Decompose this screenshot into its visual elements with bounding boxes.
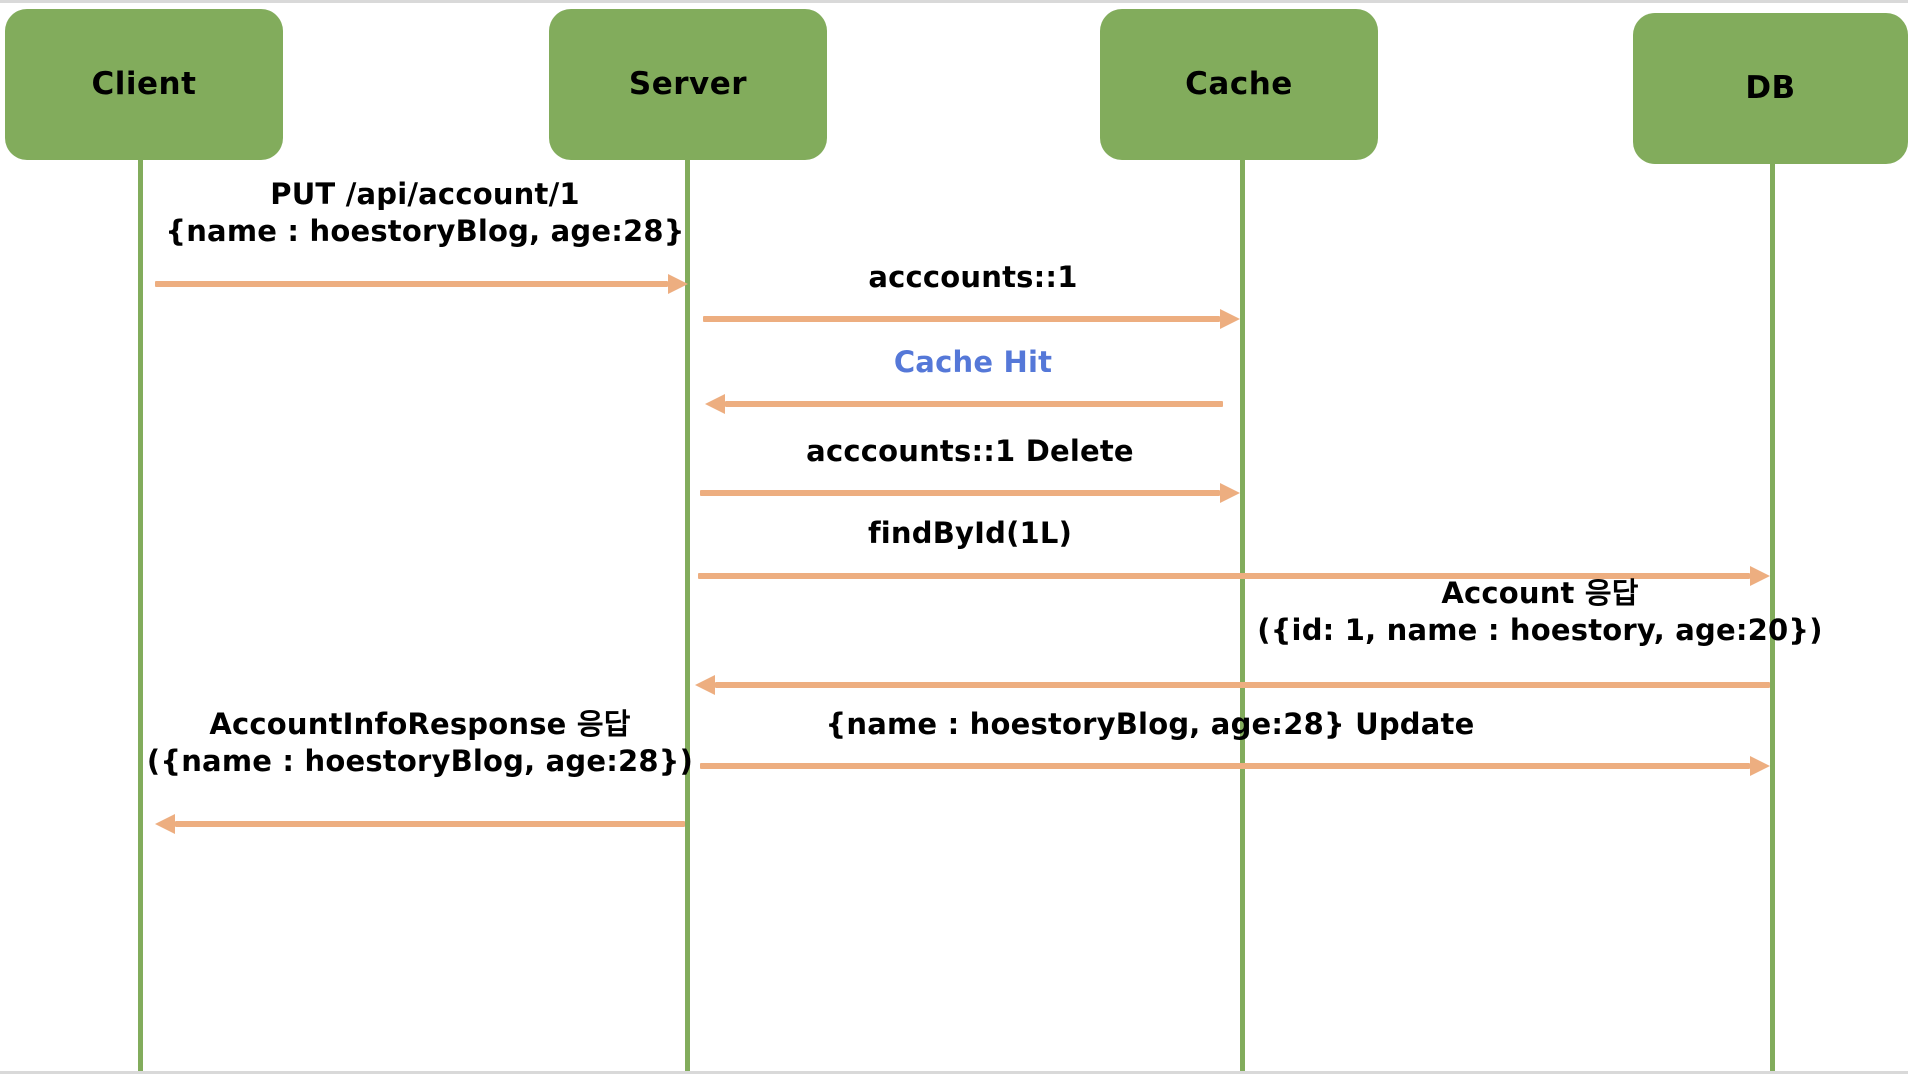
message-label-line1: acccounts::1 [868, 260, 1078, 294]
message-label-line2: ({name : hoestoryBlog, age:28}) [146, 744, 694, 779]
message-label-line1: AccountInfoResponse 응답 [209, 707, 631, 741]
message-label-line2: ({id: 1, name : hoestory, age:20}) [1257, 613, 1823, 648]
message-label-line1: {name : hoestoryBlog, age:28} Update [825, 707, 1475, 741]
arrow-head-left-icon [155, 814, 175, 834]
participant-label-server: Server [628, 66, 748, 102]
message-label-line1: Account 응답 [1441, 576, 1639, 610]
message-label-line1: findById(1L) [867, 516, 1073, 550]
arrow-head-right-icon [668, 274, 688, 294]
arrow-head-right-icon [1220, 309, 1240, 329]
message-label-line1: Cache Hit [893, 345, 1053, 379]
participant-label-cache: Cache [1185, 66, 1293, 102]
arrow-head-left-icon [705, 394, 725, 414]
message-line [700, 763, 1750, 769]
message-line [155, 281, 668, 287]
message-label-put-account: PUT /api/account/1 {name : hoestoryBlog,… [105, 176, 745, 250]
message-label-acccounts-lookup: acccounts::1 [703, 259, 1243, 296]
message-label-line1: acccounts::1 Delete [806, 434, 1134, 468]
participant-label-client: Client [91, 66, 197, 102]
message-label-line1: PUT /api/account/1 [270, 177, 580, 211]
lifeline-db [1770, 161, 1775, 1071]
message-line [175, 821, 685, 827]
participant-box-cache[interactable]: Cache [1100, 9, 1378, 160]
message-line [698, 573, 1750, 579]
message-label-account-response: Account 응답 ({id: 1, name : hoestory, age… [1160, 575, 1908, 649]
arrow-head-right-icon [1750, 566, 1770, 586]
lifeline-cache [1240, 158, 1245, 1071]
message-line [700, 490, 1220, 496]
lifeline-client [138, 158, 143, 1071]
lifeline-server [685, 158, 690, 1071]
message-line [703, 316, 1220, 322]
participant-box-db[interactable]: DB [1633, 13, 1908, 164]
message-label-update: {name : hoestoryBlog, age:28} Update [700, 706, 1600, 743]
message-label-line2: {name : hoestoryBlog, age:28} [165, 214, 685, 249]
message-line [725, 401, 1223, 407]
participant-box-client[interactable]: Client [5, 9, 283, 160]
message-label-acccounts-delete: acccounts::1 Delete [700, 433, 1240, 470]
message-label-find-by-id: findById(1L) [700, 515, 1240, 552]
arrow-head-right-icon [1220, 483, 1240, 503]
arrow-head-left-icon [695, 675, 715, 695]
participant-label-db: DB [1745, 70, 1796, 106]
message-label-cache-hit: Cache Hit [703, 344, 1243, 381]
message-label-account-info-response: AccountInfoResponse 응답 ({name : hoestory… [110, 706, 730, 780]
message-line [715, 682, 1770, 688]
arrow-head-right-icon [1750, 756, 1770, 776]
participant-box-server[interactable]: Server [549, 9, 827, 160]
